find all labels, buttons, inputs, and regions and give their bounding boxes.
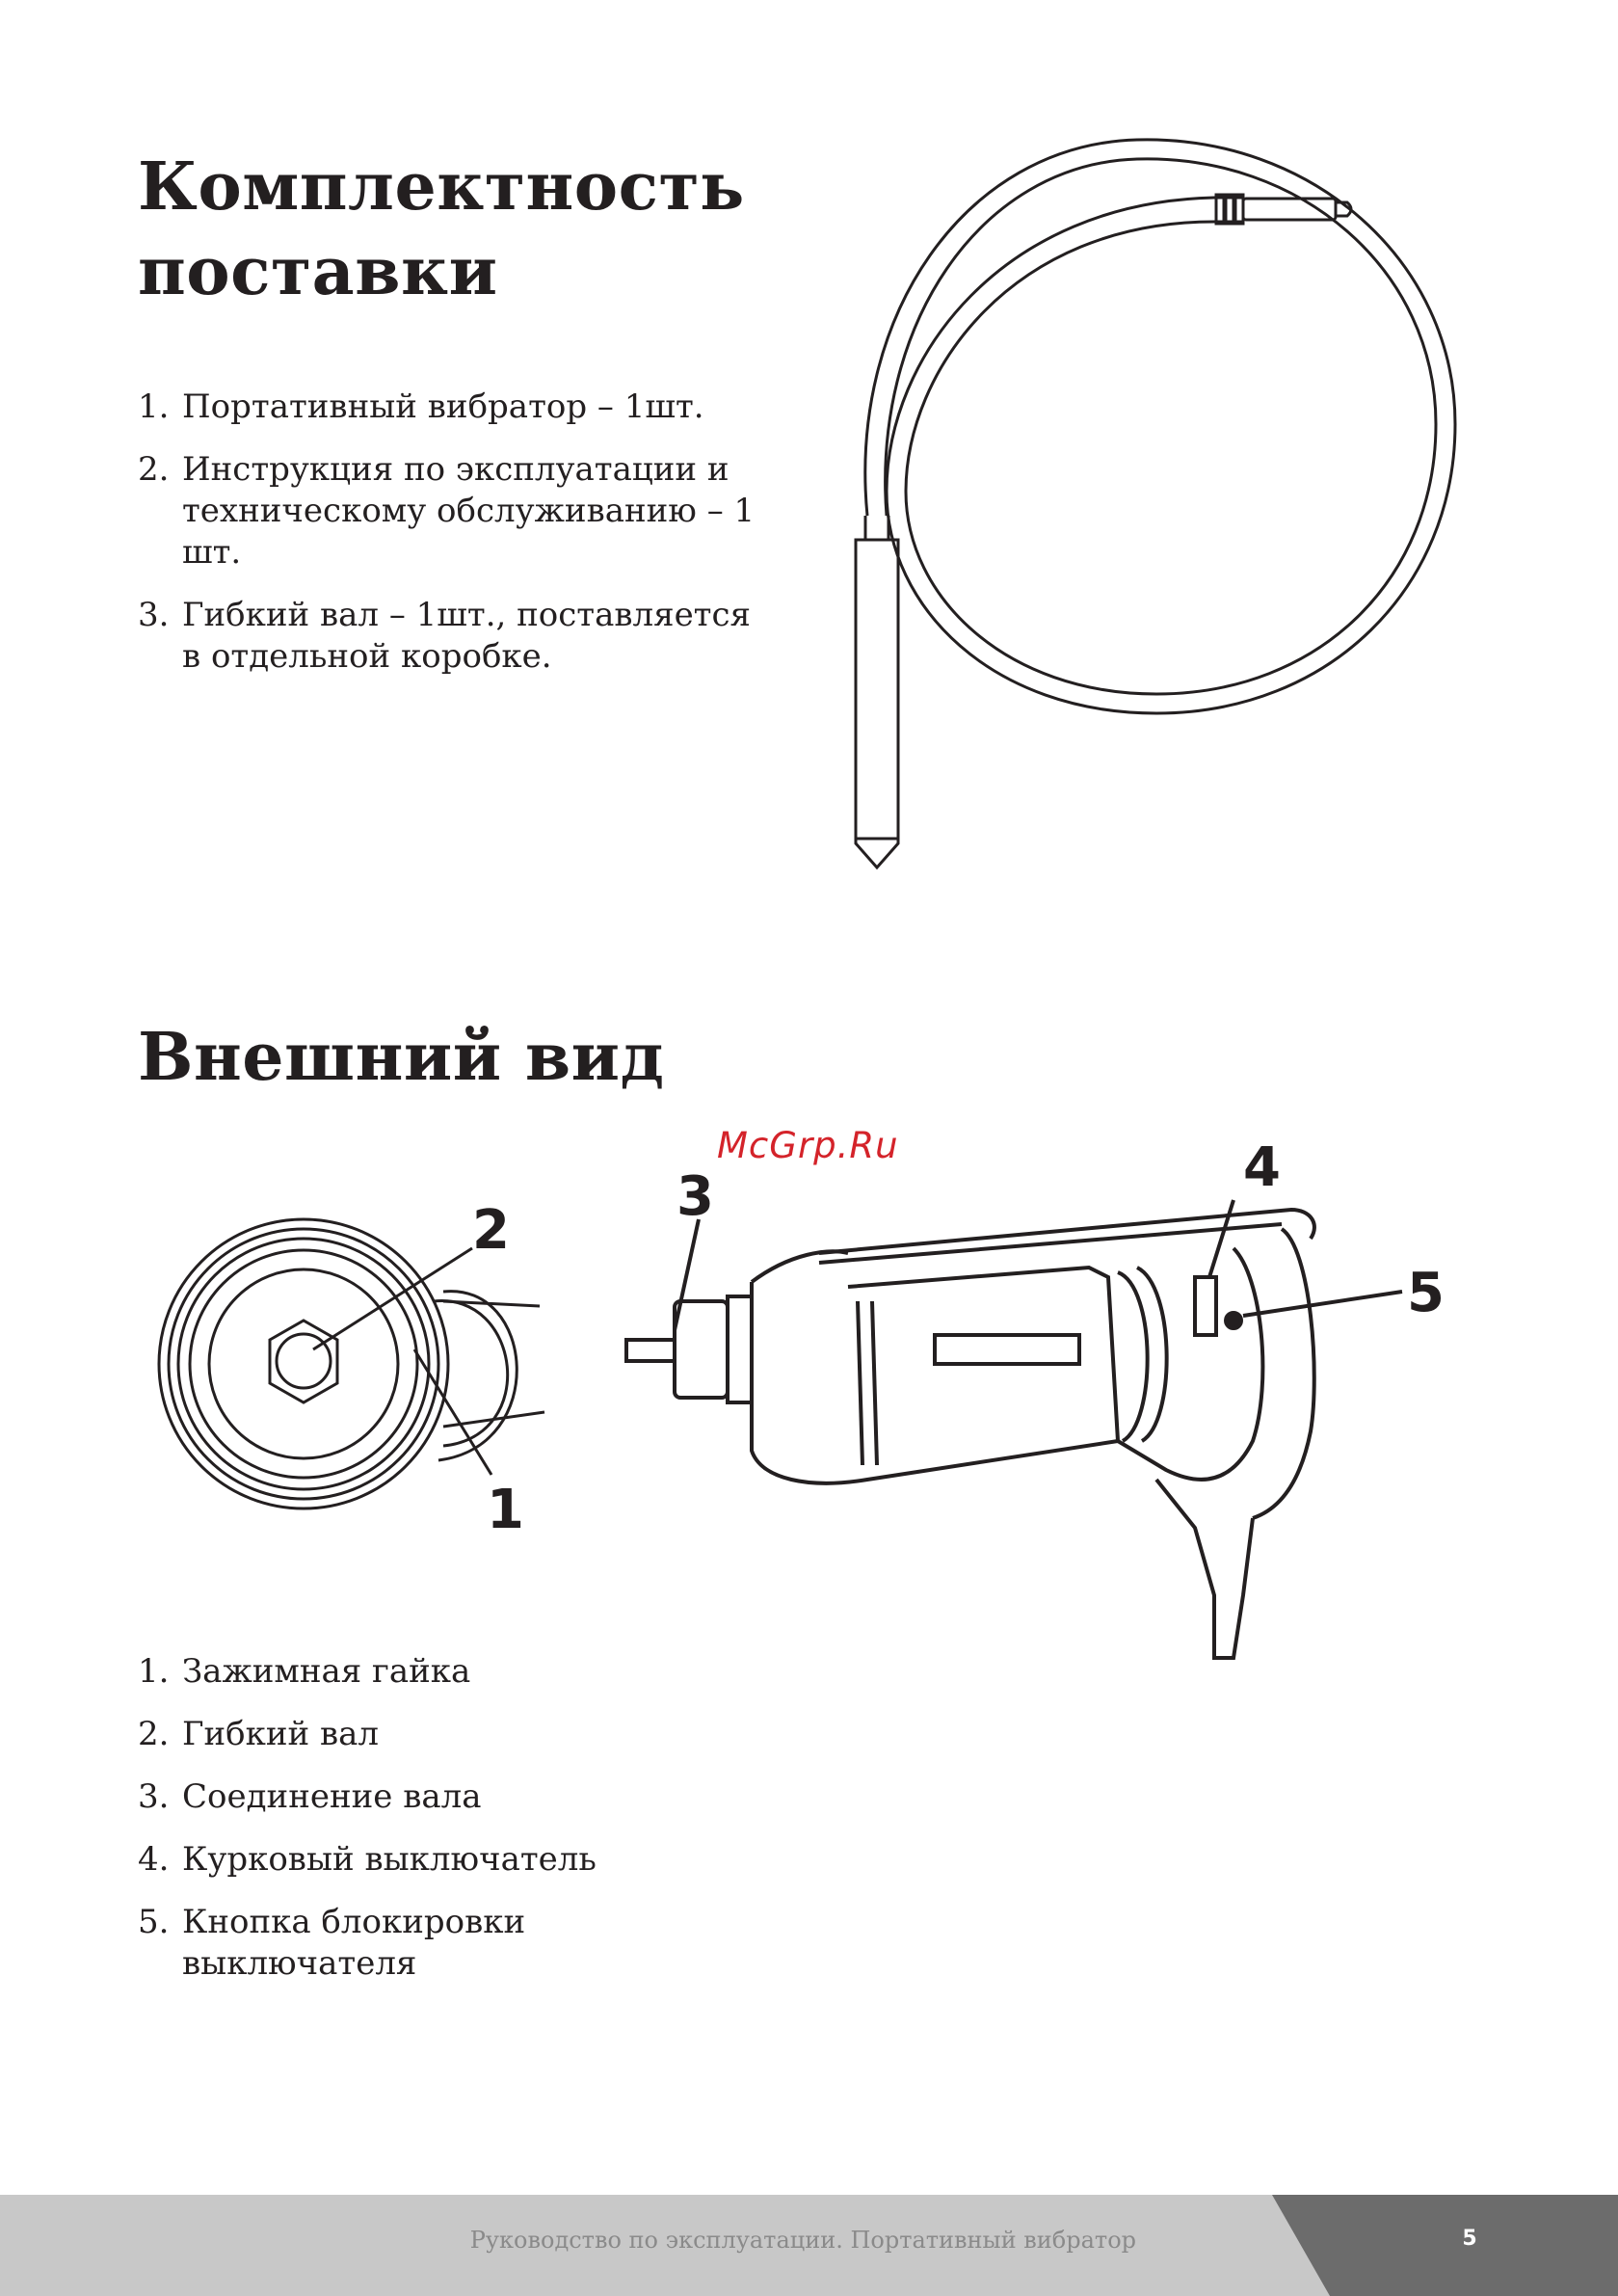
- page-number: 5: [1462, 2227, 1477, 2251]
- watermark: McGrp.Ru: [717, 1125, 899, 1166]
- callout-2: 2: [472, 1199, 510, 1262]
- list-item: 4.Курковый выключатель: [138, 1840, 597, 1879]
- list-item: 2.Инструкция по эксплуатации и техническ…: [138, 450, 756, 572]
- callout-4: 4: [1243, 1136, 1281, 1199]
- callout-1: 1: [487, 1479, 524, 1541]
- list-item: 3.Соединение вала: [138, 1777, 482, 1816]
- footer-text: Руководство по эксплуатации. Портативный…: [469, 2227, 1136, 2254]
- list-item: 2.Гибкий вал: [138, 1715, 380, 1753]
- vibrator-front-view-illustration: 2 1: [157, 1199, 545, 1541]
- list-item: 1.Портативный вибратор – 1шт.: [138, 387, 704, 426]
- list-item: 3.Гибкий вал – 1шт., поставляется в отде…: [138, 596, 751, 676]
- vibrator-side-view-illustration: 3 4 5: [624, 1136, 1445, 1660]
- footer-page-tab: [1272, 2195, 1618, 2296]
- flexible-shaft-illustration: [854, 138, 1457, 870]
- section-title-view: Внешний вид: [138, 1019, 665, 1096]
- callout-3: 3: [676, 1165, 714, 1228]
- section-title-delivery: Комплектность поставки: [138, 148, 745, 310]
- list-item: 5.Кнопка блокировки выключателя: [138, 1903, 526, 1983]
- parts-list: 1.Зажимная гайка 2.Гибкий вал 3.Соединен…: [138, 1651, 735, 2006]
- delivery-list: 1.Портативный вибратор – 1шт. 2.Инструкц…: [138, 387, 774, 699]
- callout-5: 5: [1407, 1262, 1445, 1324]
- list-item: 1.Зажимная гайка: [138, 1652, 471, 1691]
